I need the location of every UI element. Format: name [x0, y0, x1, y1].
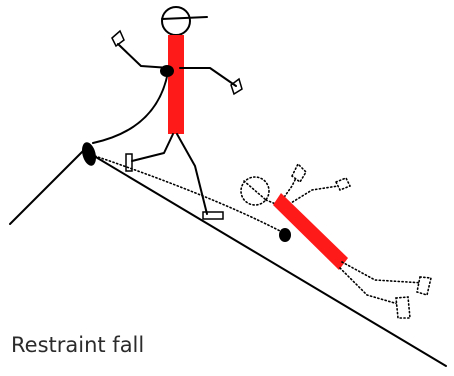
fallen-worker: [241, 164, 431, 318]
restraint-lanyard: [93, 72, 168, 143]
diagram-caption: Restraint fall: [11, 335, 144, 356]
upright-worker: [112, 7, 242, 219]
anchor-point: [80, 141, 99, 168]
